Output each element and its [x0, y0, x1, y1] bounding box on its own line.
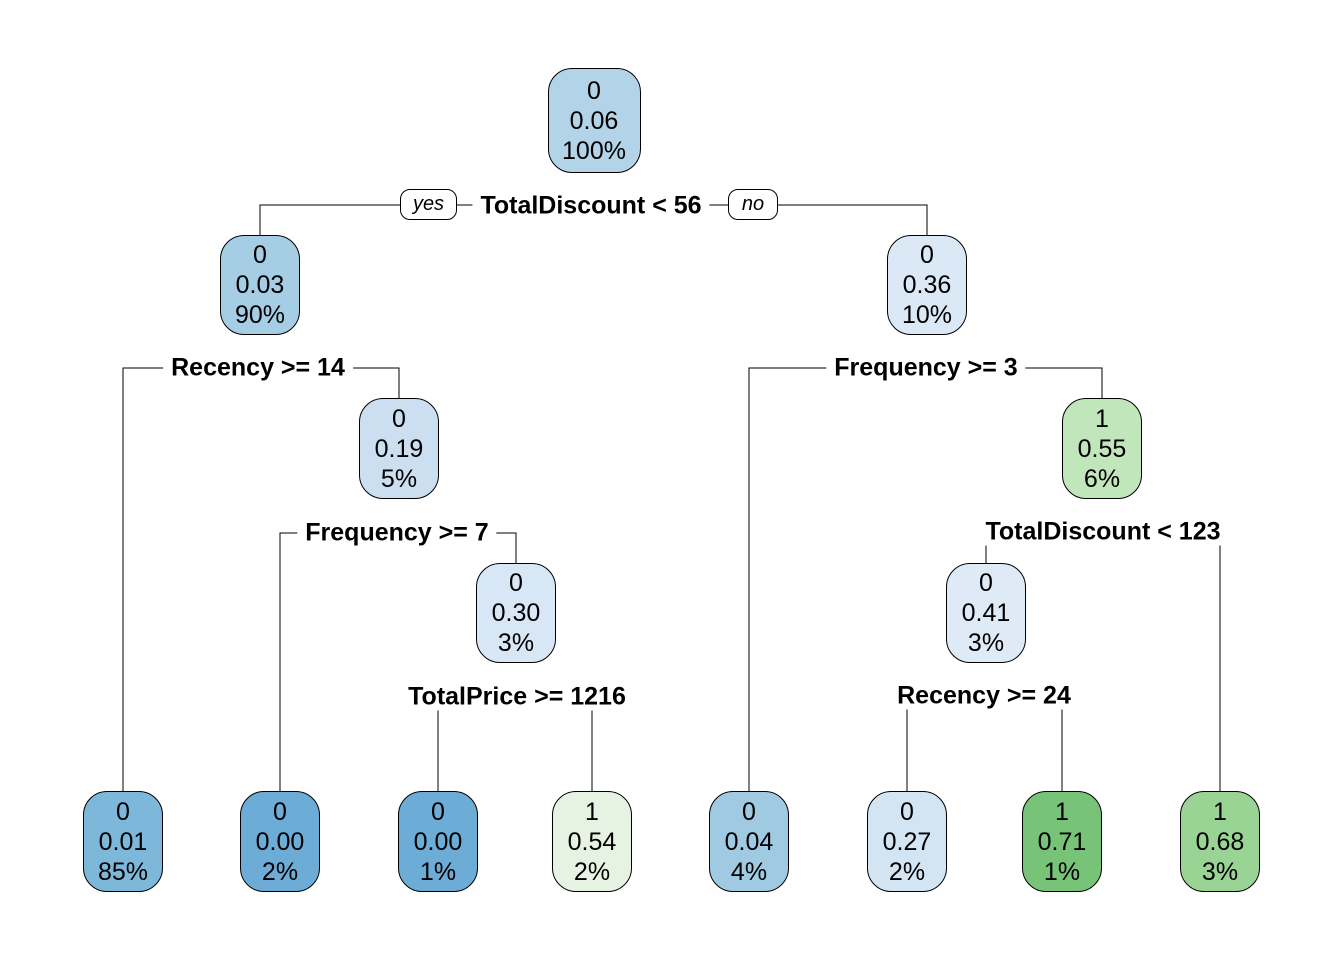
node-leaf2-pct: 2% [261, 857, 299, 886]
node-n2r-prob: 0.36 [902, 271, 952, 299]
branch-line-d2l-children [122, 367, 400, 791]
node-leaf5-class_label: 0 [742, 797, 756, 826]
no-branch-tag: no [728, 189, 778, 220]
split-label-d2r: Frequency >= 3 [826, 354, 1026, 382]
node-leaf5-pct: 4% [730, 857, 768, 886]
node-n2r-class_label: 0 [920, 241, 934, 269]
split-label-d4l: TotalPrice >= 1216 [400, 683, 634, 711]
node-leaf7-class_label: 1 [1055, 797, 1069, 826]
node-leaf4-prob: 0.54 [567, 827, 617, 856]
node-leaf4-pct: 2% [573, 857, 611, 886]
branch-line-d3r-children [985, 531, 1221, 791]
node-leaf7-pct: 1% [1043, 857, 1081, 886]
node-leaf3-prob: 0.00 [413, 827, 463, 856]
node-n3l-prob: 0.19 [374, 434, 424, 463]
node-leaf1-class_label: 0 [116, 797, 130, 826]
node-n4l-prob: 0.30 [491, 599, 541, 627]
branch-line-d4r-children [906, 695, 1063, 791]
split-label-root: TotalDiscount < 56 [472, 192, 710, 220]
branch-line-d4l-children [437, 696, 593, 791]
yes-branch-tag: yes [400, 189, 457, 220]
node-n2l-pct: 90% [234, 301, 286, 329]
node-n4l-class_label: 0 [509, 569, 523, 597]
node-leaf3-class_label: 0 [431, 797, 445, 826]
node-leaf1-prob: 0.01 [98, 827, 148, 856]
node-n3r-pct: 6% [1083, 464, 1121, 493]
node-leaf3-pct: 1% [419, 857, 457, 886]
node-n4r-class_label: 0 [979, 569, 993, 597]
node-n4r-pct: 3% [967, 629, 1005, 657]
node-leaf6-pct: 2% [888, 857, 926, 886]
node-n2r-pct: 10% [901, 301, 953, 329]
node-leaf2-prob: 0.00 [255, 827, 305, 856]
node-n3l-pct: 5% [380, 464, 418, 493]
node-n2l-class_label: 0 [253, 241, 267, 269]
node-n3l-class_label: 0 [392, 404, 406, 433]
node-leaf7-prob: 0.71 [1037, 827, 1087, 856]
branch-line-d2r-children [748, 367, 1103, 791]
split-label-d3r: TotalDiscount < 123 [977, 518, 1229, 546]
node-root-pct: 100% [562, 136, 626, 165]
node-n3r-prob: 0.55 [1077, 434, 1127, 463]
node-leaf6-prob: 0.27 [882, 827, 932, 856]
node-leaf1-pct: 85% [97, 857, 149, 886]
split-label-d4r: Recency >= 24 [889, 682, 1079, 710]
node-leaf8-pct: 3% [1201, 857, 1239, 886]
node-leaf6-class_label: 0 [900, 797, 914, 826]
node-leaf8-class_label: 1 [1213, 797, 1227, 826]
node-n4r-prob: 0.41 [961, 599, 1011, 627]
node-root-class_label: 0 [587, 76, 601, 105]
split-label-d2l: Recency >= 14 [163, 354, 353, 382]
node-root-prob: 0.06 [569, 106, 619, 135]
split-label-d3l: Frequency >= 7 [297, 519, 497, 547]
node-leaf2-class_label: 0 [273, 797, 287, 826]
node-n3r-class_label: 1 [1095, 404, 1109, 433]
node-leaf8-prob: 0.68 [1195, 827, 1245, 856]
node-n4l-pct: 3% [497, 629, 535, 657]
node-n2l-prob: 0.03 [235, 271, 285, 299]
node-leaf4-class_label: 1 [585, 797, 599, 826]
node-leaf5-prob: 0.04 [724, 827, 774, 856]
